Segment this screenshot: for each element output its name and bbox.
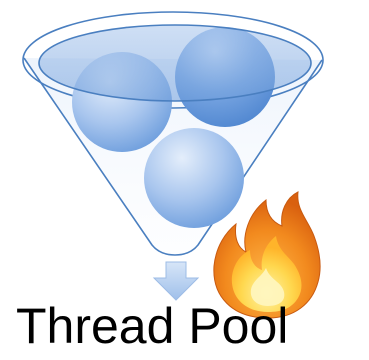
caption-label: Thread Pool — [16, 298, 289, 354]
funnel-rim-outer — [22, 11, 324, 109]
funnel-rim-inner — [38, 24, 312, 102]
down-arrow-icon — [152, 261, 200, 301]
flame-icon — [213, 191, 321, 319]
ball-icon — [144, 128, 244, 228]
